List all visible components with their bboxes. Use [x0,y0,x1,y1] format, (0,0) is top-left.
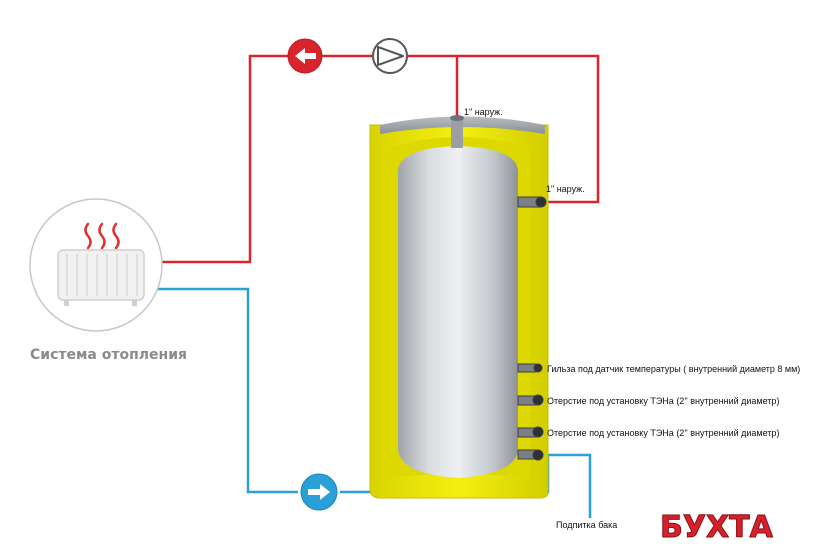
tank-feed-label: Подпитка бака [556,520,617,530]
supply-line [146,54,600,264]
pump-icon [372,38,408,74]
heater-hole-lower-label: Отерстие под установку ТЭНа (2'' внутрен… [547,428,779,438]
heat-waves-icon [84,222,120,250]
buffer-tank [369,115,549,499]
sensor-sleeve-label: Гильза под датчик температуры ( внутренн… [547,364,800,374]
supply-arrow-icon [287,38,323,74]
steel-vessel [398,146,518,478]
top-connection-label: 1" наруж. [464,107,503,117]
brand-logo: БУХТА [660,510,774,545]
heating-system: Система отопления [29,198,187,363]
side-connection-label: 1" наруж. [546,184,585,194]
top-nozzle [451,118,463,148]
side-nozzles [517,196,547,461]
heating-system-label: Система отопления [30,347,187,363]
return-arrow-icon [300,473,338,511]
heater-hole-upper-label: Отерстие под установку ТЭНа (2'' внутрен… [547,396,779,406]
radiator-icon [57,249,145,306]
